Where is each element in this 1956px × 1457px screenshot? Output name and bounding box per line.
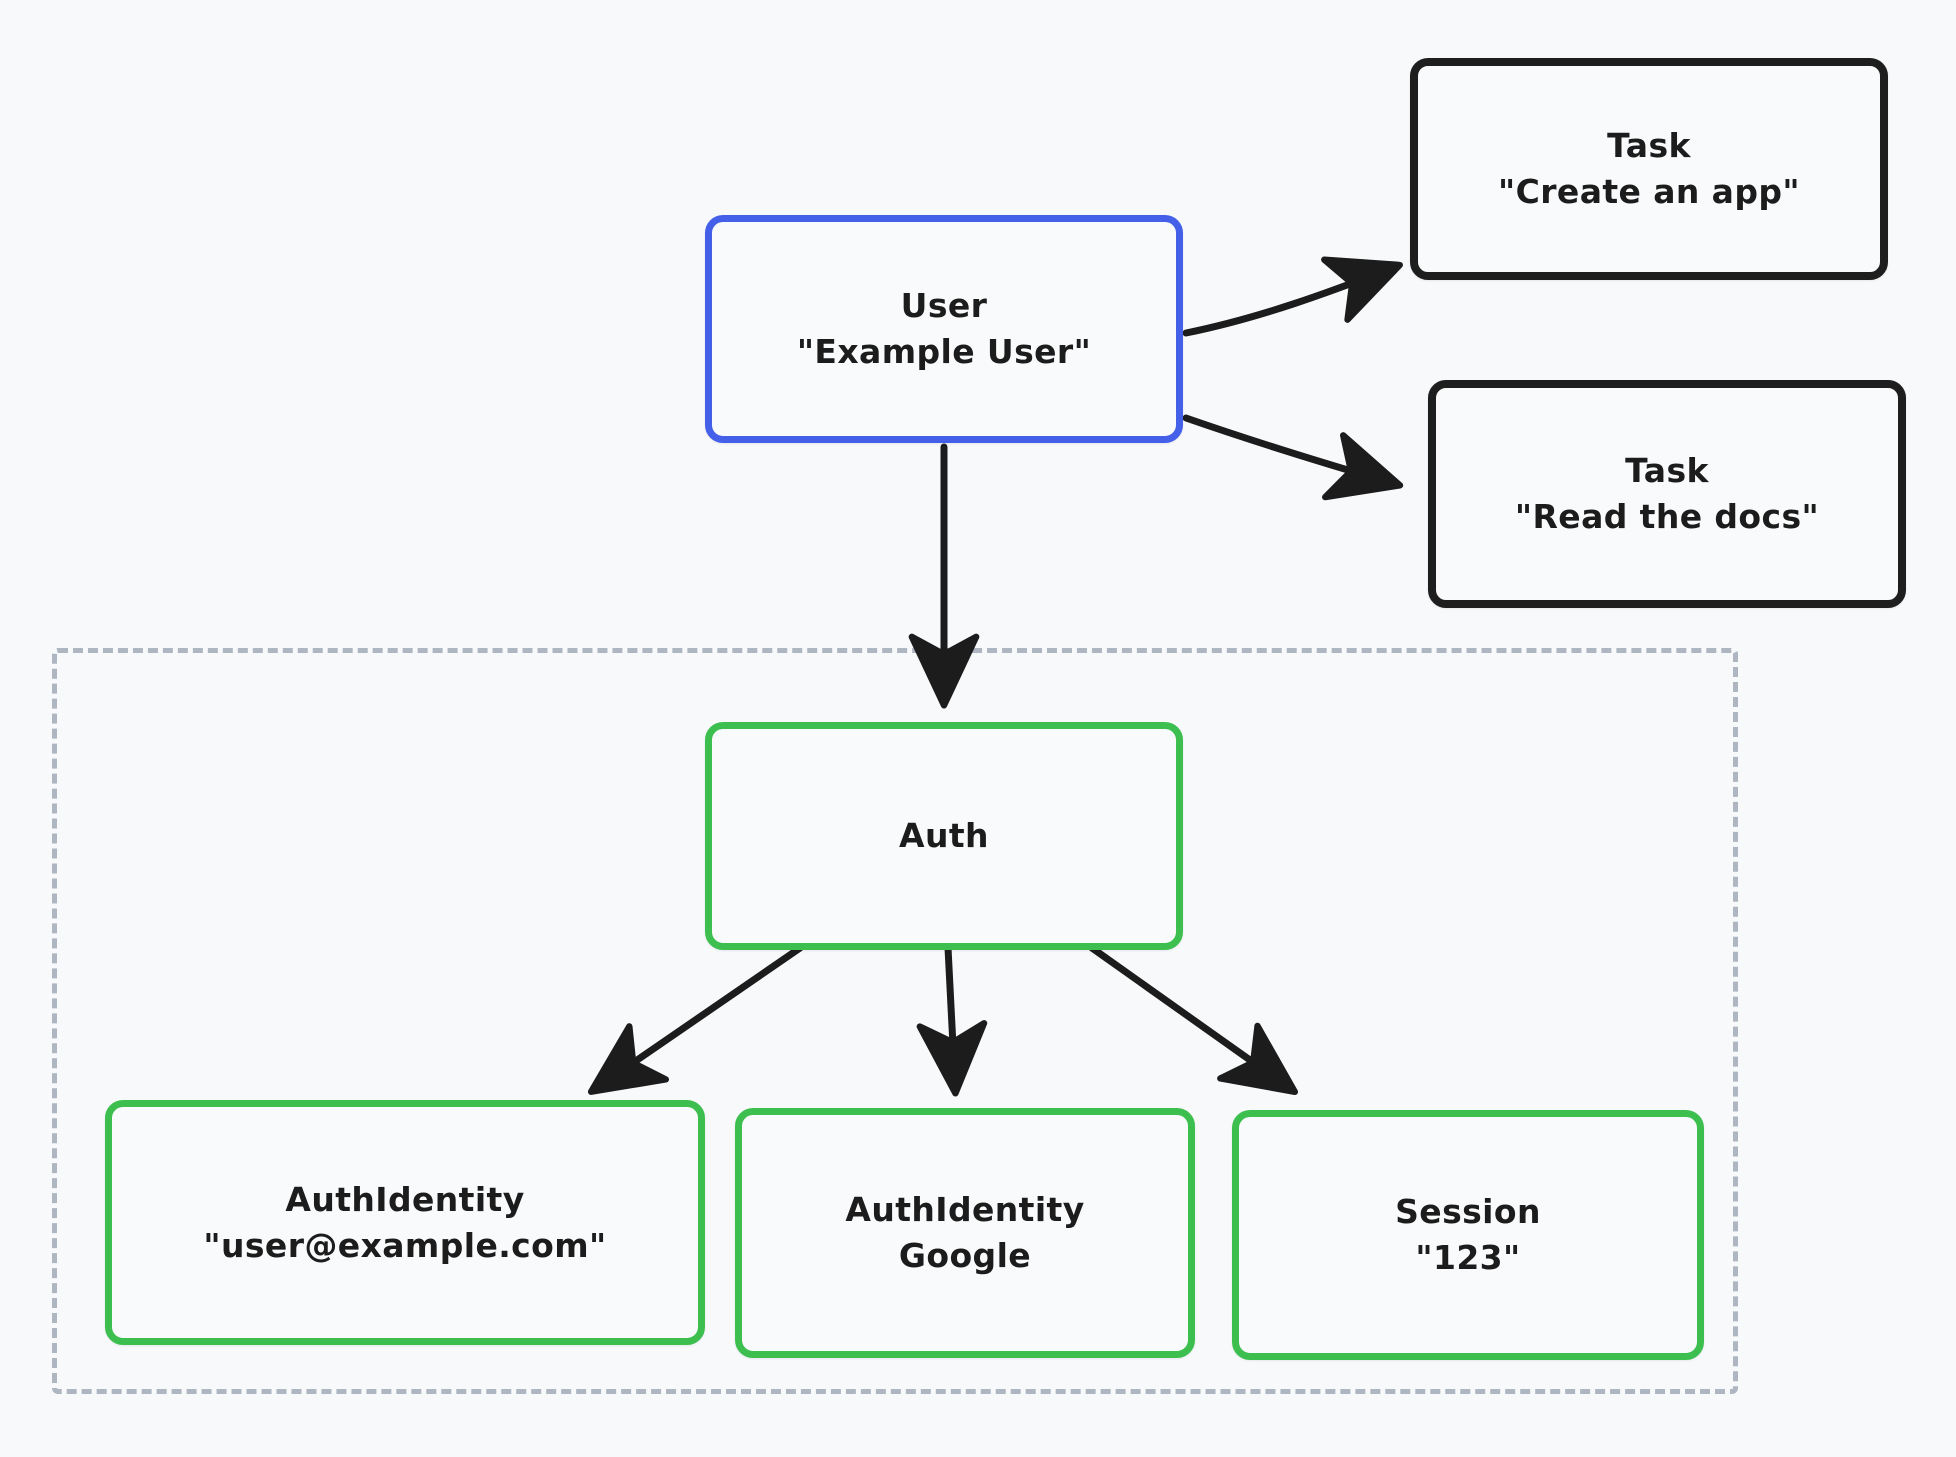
node-session[interactable]: Session "123": [1232, 1110, 1704, 1360]
node-user-type: User: [900, 286, 988, 326]
edge-user-to-task-read-docs: [1182, 414, 1404, 501]
node-authidentity-email-value: "user@example.com": [203, 1225, 607, 1265]
node-authidentity-email-type: AuthIdentity: [285, 1179, 525, 1219]
node-task-create-app-type: Task: [1607, 126, 1691, 166]
node-auth[interactable]: Auth: [705, 722, 1183, 950]
node-task-read-docs-type: Task: [1625, 451, 1709, 491]
node-authidentity-google-provider: Google: [898, 1236, 1032, 1275]
node-session-type: Session: [1395, 1192, 1541, 1232]
edge-user-to-task-create-app: [1182, 256, 1403, 337]
node-session-id: "123": [1415, 1238, 1521, 1277]
node-authidentity-google[interactable]: AuthIdentity Google: [735, 1108, 1195, 1358]
auth-group-container: [52, 648, 1738, 1394]
node-auth-type: Auth: [899, 816, 989, 856]
node-user-name: "Example User": [796, 332, 1092, 371]
node-authidentity-email[interactable]: AuthIdentity "user@example.com": [105, 1100, 705, 1345]
node-task-create-app[interactable]: Task "Create an app": [1410, 58, 1888, 280]
node-authidentity-google-type: AuthIdentity: [845, 1190, 1085, 1230]
node-user[interactable]: User "Example User": [705, 215, 1183, 443]
node-task-create-app-title: "Create an app": [1498, 172, 1800, 211]
node-task-read-docs-title: "Read the docs": [1514, 497, 1820, 536]
node-task-read-docs[interactable]: Task "Read the docs": [1428, 380, 1906, 608]
